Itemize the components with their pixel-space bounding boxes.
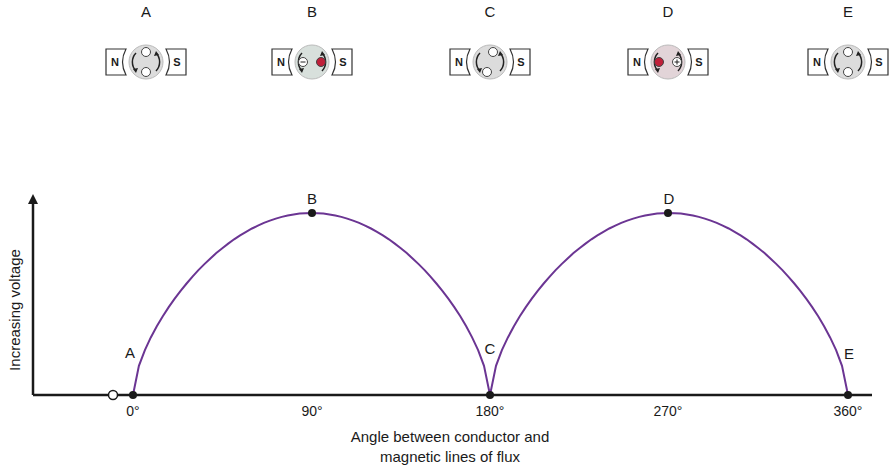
pole-letter: N [111, 56, 119, 69]
pole-letter: S [695, 56, 702, 69]
generator-icon [808, 45, 888, 79]
pole-letter: N [813, 56, 821, 69]
generator-icon [450, 45, 530, 79]
rotation-arrow [834, 53, 838, 71]
conductor [142, 68, 151, 77]
conductor [655, 58, 664, 67]
axis-title: Increasing voltage [6, 249, 23, 371]
conductor [299, 58, 308, 67]
conductor [844, 48, 853, 57]
point-letter: C [485, 340, 496, 357]
south-pole [166, 49, 186, 75]
rotation-arrowhead [154, 51, 159, 56]
conductor [673, 58, 682, 67]
conductor [317, 58, 326, 67]
rotation-arrowhead [299, 68, 304, 73]
rotation-arrow [156, 53, 160, 71]
generator-icon [272, 45, 352, 79]
polarity-sign [677, 60, 678, 65]
origin-mark [109, 391, 118, 400]
rotation-arrowhead [477, 68, 482, 73]
pole-letter: S [173, 56, 180, 69]
rotation-arrowhead [498, 51, 503, 56]
armature [831, 45, 865, 79]
rotation-arrow [476, 53, 480, 71]
tick-label: 180° [476, 403, 505, 419]
rotation-arrow [132, 53, 136, 71]
icon-letter: A [141, 3, 151, 20]
pole-letter: S [339, 56, 346, 69]
icon-letter: D [663, 3, 674, 20]
polarity-sign [301, 62, 306, 63]
axis-title: Angle between conductor and magnetic lin… [334, 427, 566, 468]
curve-point [664, 209, 672, 217]
point-letter: A [125, 344, 135, 361]
curve-point [308, 209, 316, 217]
icon-letter: B [307, 3, 317, 20]
pole-letter: N [633, 56, 641, 69]
y-axis [32, 202, 35, 395]
conductor [142, 48, 151, 57]
armature [473, 45, 507, 79]
conductor [489, 48, 498, 57]
armature [129, 45, 163, 79]
armature [295, 45, 329, 79]
north-pole [106, 49, 126, 75]
rotation-arrowhead [676, 51, 681, 56]
point-letter: D [664, 190, 675, 207]
icon-letter: C [485, 3, 496, 20]
curve-point [129, 391, 137, 399]
pole-letter: N [277, 56, 285, 69]
south-pole [868, 49, 888, 75]
rotation-arrowhead [835, 68, 840, 73]
rotation-arrowhead [133, 68, 138, 73]
rotation-arrowhead [320, 51, 325, 56]
north-pole [808, 49, 828, 75]
icon-letter: E [843, 3, 853, 20]
conductor [844, 68, 853, 77]
x-axis [33, 394, 872, 397]
pole-letter: N [455, 56, 463, 69]
tick-label: 270° [654, 403, 683, 419]
rotation-arrow [858, 53, 862, 71]
voltage-curve [133, 213, 848, 395]
curve-point [844, 391, 852, 399]
curve-point [486, 391, 494, 399]
point-letter: B [307, 190, 317, 207]
rotation-arrow [500, 53, 504, 71]
north-pole [272, 49, 292, 75]
tick-label: 360° [834, 403, 863, 419]
tick-label: 90° [301, 403, 322, 419]
conductor [483, 68, 492, 77]
north-pole [450, 49, 470, 75]
rotation-arrowhead [856, 51, 861, 56]
south-pole [510, 49, 530, 75]
generator-icon [628, 45, 708, 79]
armature [651, 45, 685, 79]
tick-label: 0° [126, 403, 139, 419]
rotation-arrowhead [655, 68, 660, 73]
pole-letter: S [517, 56, 524, 69]
pole-letter: S [875, 56, 882, 69]
point-letter: E [844, 345, 854, 362]
generator-icon [106, 45, 186, 79]
south-pole [332, 49, 352, 75]
north-pole [628, 49, 648, 75]
south-pole [688, 49, 708, 75]
